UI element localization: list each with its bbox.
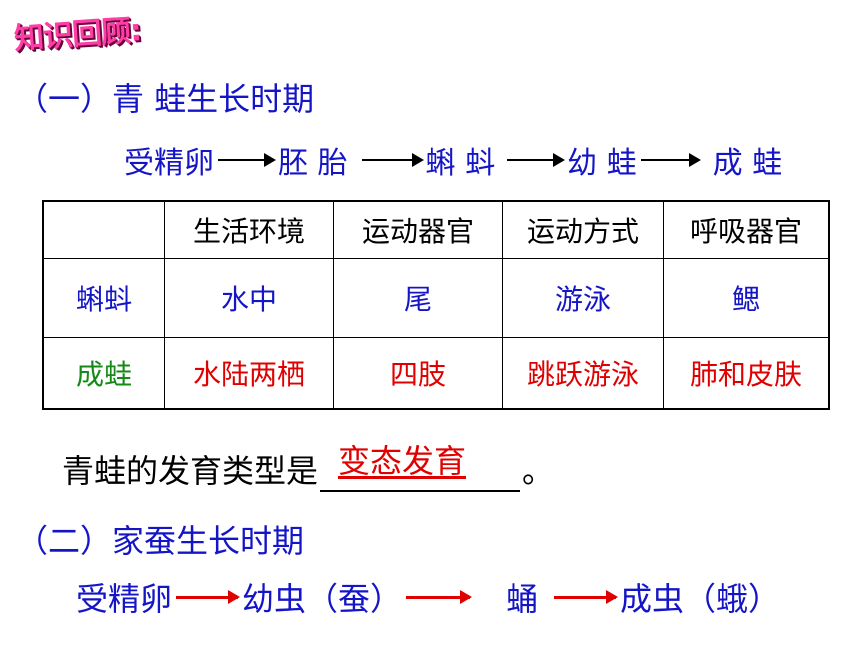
arrow-right-icon [554, 589, 619, 604]
frog-life-cycle-chain: 受精卵 胚 胎 蝌 蚪 幼 蛙 成 蛙 [124, 138, 782, 182]
table-cell: 跳跃游泳 [502, 337, 664, 410]
frog-section-title: （一）青 蛙生长时期 [16, 80, 315, 118]
arrow-right-icon [507, 153, 566, 167]
table-cell: 游泳 [502, 258, 664, 338]
arrow-right-icon [640, 153, 701, 167]
table-header-cell: 运动器官 [333, 200, 503, 259]
silkworm-life-cycle-chain: 受精卵 幼虫（蚕） 蛹 成虫（蛾） [76, 574, 780, 620]
row-label-adult-frog: 成蛙 [42, 337, 165, 410]
question-prefix: 青蛙的发育类型是 [62, 452, 319, 490]
frog-comparison-table: 生活环境 运动器官 运动方式 呼吸器官 蝌蚪 水中 尾 游泳 鳃 成蛙 水陆两栖… [42, 200, 830, 410]
table-header-cell: 呼吸器官 [663, 200, 830, 259]
review-heading: 知识回顾: [13, 13, 143, 57]
silkworm-stage-pupa: 蛹 [506, 580, 539, 618]
frog-stage-froglet: 幼 蛙 [567, 146, 637, 181]
frog-stage-embryo: 胚 胎 [278, 146, 348, 181]
answer-text: 变态发育 [338, 442, 467, 480]
frog-stage-tadpole: 蝌 蚪 [425, 146, 496, 181]
development-type-question: 青蛙的发育类型是变态发育 。 [62, 442, 555, 492]
table-cell: 尾 [333, 258, 503, 338]
frog-stage-adult: 成 蛙 [712, 146, 783, 181]
frog-stage-fertilized-egg: 受精卵 [124, 146, 214, 181]
silkworm-stage-fertilized-egg: 受精卵 [76, 580, 173, 618]
table-cell: 水陆两栖 [164, 337, 334, 410]
table-cell: 肺和皮肤 [663, 337, 830, 410]
arrow-right-icon [361, 153, 424, 167]
table-cell: 鳃 [663, 258, 830, 338]
table-row: 蝌蚪 水中 尾 游泳 鳃 [42, 258, 830, 338]
table-header-cell: 生活环境 [164, 200, 334, 259]
table-row: 成蛙 水陆两栖 四肢 跳跃游泳 肺和皮肤 [42, 337, 830, 410]
table-cell: 四肢 [333, 337, 503, 410]
table-header-cell: 运动方式 [502, 200, 664, 259]
arrow-right-icon [218, 153, 276, 167]
silkworm-stage-adult-moth: 成虫（蛾） [620, 580, 781, 618]
answer-blank: 变态发育 [320, 442, 521, 492]
silkworm-section-title: （二）家蚕生长时期 [16, 522, 305, 560]
arrow-right-icon [176, 589, 241, 604]
question-suffix: 。 [522, 452, 555, 490]
table-cell: 水中 [164, 258, 334, 338]
silkworm-stage-larva: 幼虫（蚕） [242, 580, 403, 618]
arrow-right-icon [406, 589, 473, 604]
table-header-row: 生活环境 运动器官 运动方式 呼吸器官 [42, 200, 830, 259]
table-header-cell [42, 200, 165, 259]
row-label-tadpole: 蝌蚪 [42, 258, 165, 338]
